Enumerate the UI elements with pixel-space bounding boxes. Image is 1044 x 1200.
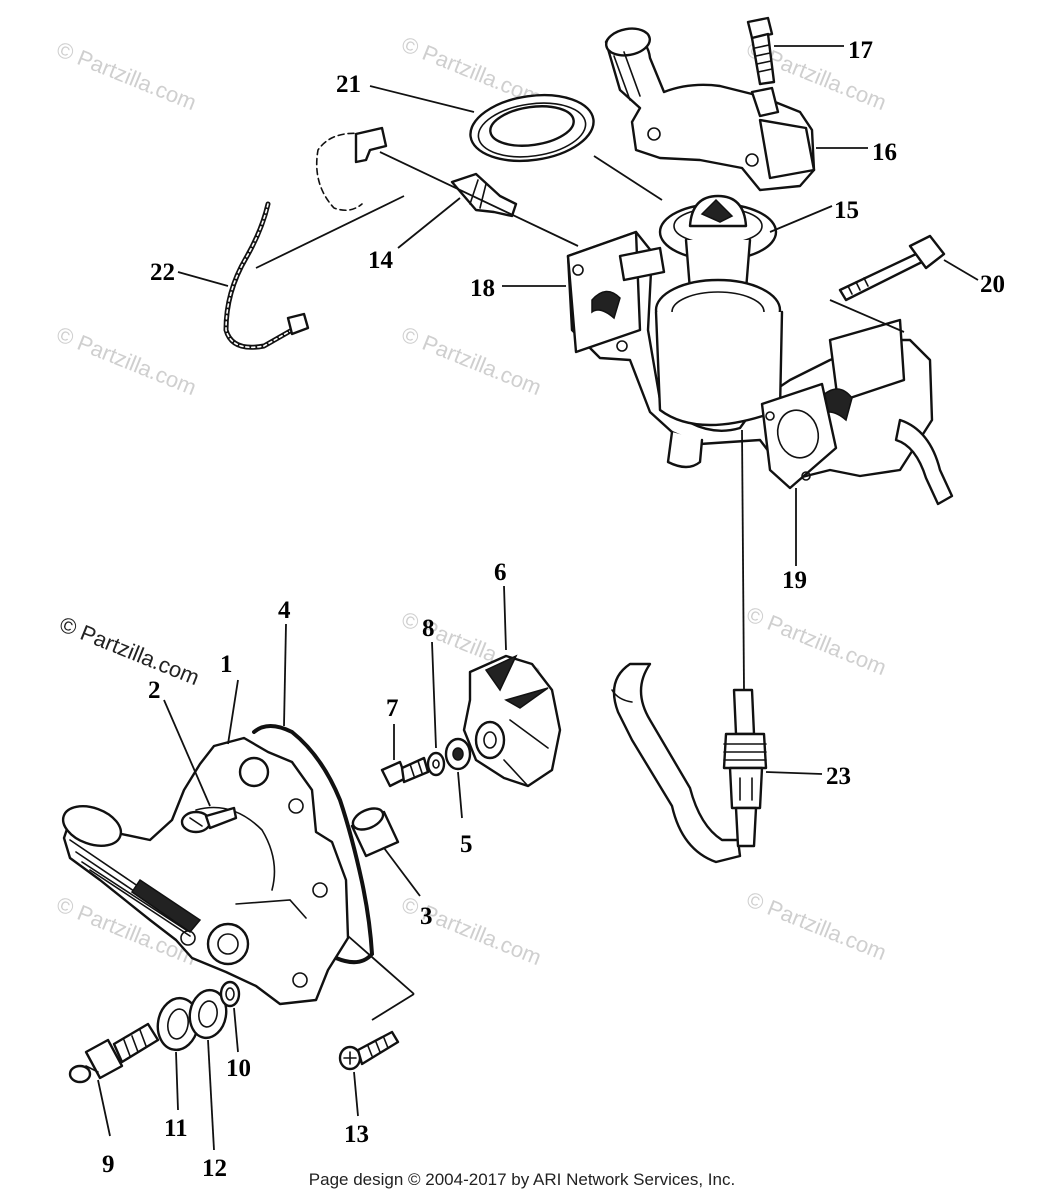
watermark: © Partzilla.com xyxy=(398,321,545,400)
part-4-gasket xyxy=(252,724,375,965)
page-footer: Page design © 2004-2017 by ARI Network S… xyxy=(308,1170,736,1189)
callout-16: 16 xyxy=(872,139,897,166)
callout-17: 17 xyxy=(848,37,873,64)
callout-23: 23 xyxy=(826,763,851,790)
part-13-screw xyxy=(338,1030,400,1071)
part-9-drain-bolt xyxy=(68,1022,160,1084)
watermark-strong: © Partzilla.com xyxy=(56,611,203,690)
callout-10: 10 xyxy=(226,1055,251,1082)
part-18-housing xyxy=(566,230,954,506)
leader-lines xyxy=(97,45,979,1151)
callout-21: 21 xyxy=(336,71,361,98)
watermark: © Partzilla.com xyxy=(743,601,890,680)
callout-13: 13 xyxy=(344,1121,369,1148)
watermark: © Partzilla.com xyxy=(743,886,890,965)
callout-8: 8 xyxy=(422,615,435,642)
part-12-washer xyxy=(188,988,228,1040)
callout-3: 3 xyxy=(420,903,433,930)
callout-20: 20 xyxy=(980,271,1005,298)
callout-labels: 1 2 3 4 5 6 7 8 9 10 11 12 13 14 15 16 1… xyxy=(102,37,1005,1182)
part-23-hose-switch xyxy=(611,662,768,864)
callout-14: 14 xyxy=(368,247,394,274)
callout-9: 9 xyxy=(102,1151,115,1178)
part-17-bolt xyxy=(746,16,776,86)
part-15-thermostat xyxy=(658,194,778,292)
callout-19: 19 xyxy=(782,567,807,594)
part-6-impeller xyxy=(462,654,562,788)
part-8-washer xyxy=(426,751,446,777)
part-10-o-ring xyxy=(219,980,241,1008)
callout-2: 2 xyxy=(148,677,161,704)
part-19-gasket xyxy=(760,382,838,490)
callout-15: 15 xyxy=(834,197,859,224)
watermark: © Partzilla.com xyxy=(53,321,200,400)
callout-7: 7 xyxy=(386,695,399,722)
part-22-wire xyxy=(223,126,388,350)
callout-1: 1 xyxy=(220,651,233,678)
callout-5: 5 xyxy=(460,831,473,858)
callout-18: 18 xyxy=(470,275,495,302)
part-20-bolt xyxy=(838,234,946,302)
part-7-bolt xyxy=(380,756,430,788)
part-1-pump-cover xyxy=(61,736,350,1006)
part-21-seal xyxy=(469,93,595,163)
watermark: © Partzilla.com xyxy=(53,36,200,115)
part-11-washer xyxy=(156,996,200,1052)
callout-11: 11 xyxy=(164,1115,188,1142)
callout-6: 6 xyxy=(494,559,507,586)
callout-4: 4 xyxy=(278,597,291,624)
part-5-washer xyxy=(444,737,472,771)
callout-22: 22 xyxy=(150,259,175,286)
part-2-screw xyxy=(180,806,238,834)
callout-12: 12 xyxy=(202,1155,227,1182)
part-14-sensor xyxy=(450,172,518,218)
part-3-collar xyxy=(350,807,400,858)
part-16-thermostat-cover xyxy=(604,27,816,192)
